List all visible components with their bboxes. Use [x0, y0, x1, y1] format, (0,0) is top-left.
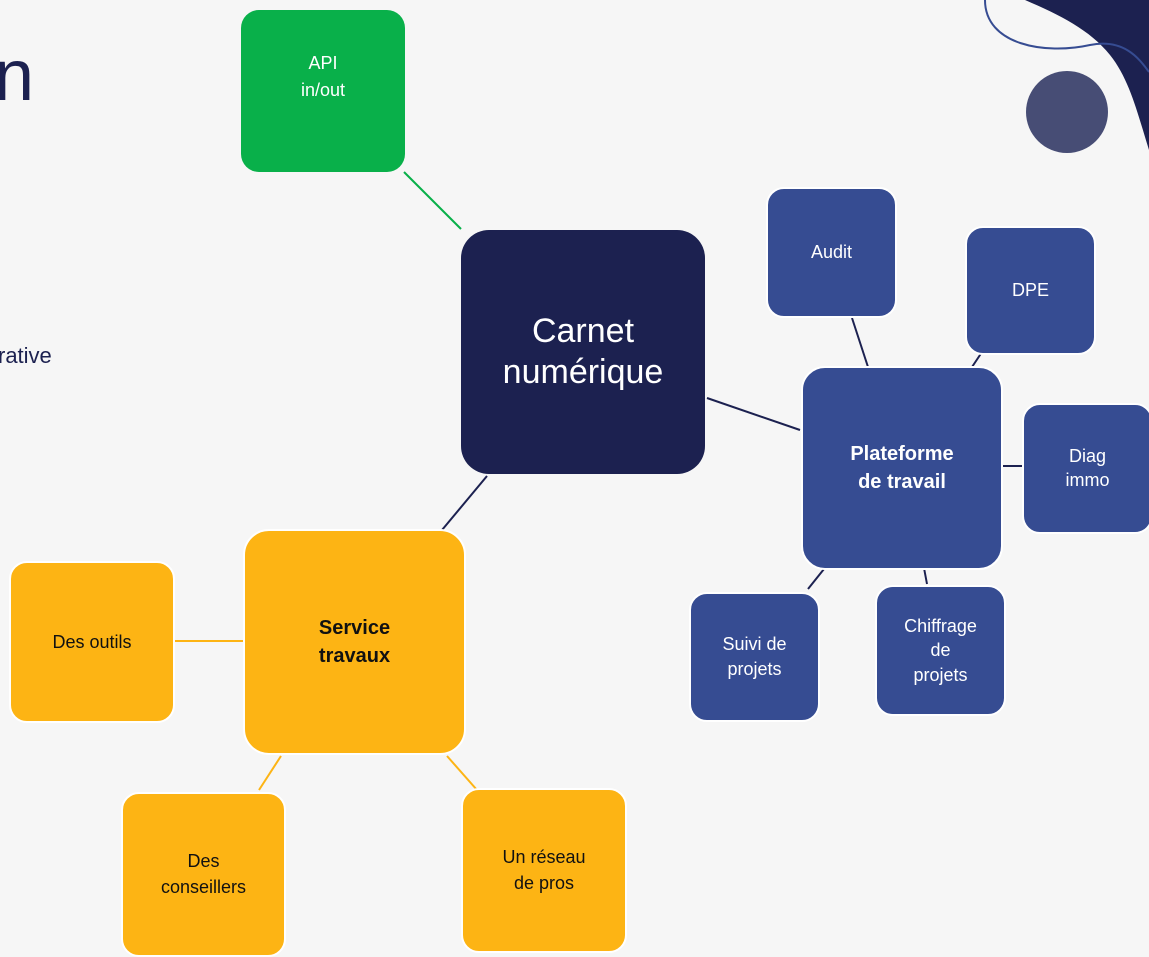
connector-center-platform [706, 397, 801, 431]
node-suivi-line-2: projets [727, 659, 782, 679]
node-dpe-label: DPE [1011, 280, 1049, 300]
node-platform-line-1: Plateforme [850, 443, 954, 465]
node-api-line-1: API [308, 53, 338, 73]
node-reseau-line-2: de pros [513, 872, 575, 893]
node-outils-label: Des outils [52, 631, 132, 652]
node-service-travaux: Service travaux [243, 529, 466, 755]
node-carnet-numerique: Carnet numérique [461, 230, 705, 474]
node-conseillers-line-1: Des [187, 851, 220, 872]
node-des-conseillers: Des conseillers [121, 792, 286, 957]
node-audit: Audit [766, 187, 897, 318]
slide-text-fragment: rative [0, 343, 52, 368]
node-center-line-1: Carnet [531, 312, 635, 351]
node-service-line-1: Service [318, 617, 391, 639]
node-dpe: DPE [965, 226, 1096, 355]
node-service-line-2: travaux [318, 645, 391, 667]
connector-service-conseillers [258, 755, 282, 791]
corner-circle [1026, 71, 1108, 153]
node-plateforme-de-travail: Plateforme de travail [801, 366, 1003, 570]
node-suivi-de-projets: Suivi de projets [689, 592, 820, 722]
node-diag-immo: Diag immo [1022, 403, 1149, 534]
node-chiffrage-line-1: Chiffrage [904, 616, 977, 637]
node-conseillers-line-2: conseillers [160, 876, 247, 897]
corner-wave-line [984, 0, 1149, 73]
connector-platform-audit [851, 317, 869, 368]
connector-platform-suivi [807, 568, 825, 590]
connector-platform-chiffrage [923, 567, 928, 585]
node-chiffrage-line-2: de [930, 640, 951, 661]
node-reseau-line-1: Un réseau [502, 847, 586, 868]
connector-api-center [403, 171, 462, 230]
node-suivi-line-1: Suivi de [722, 633, 787, 654]
node-chiffrage-line-3: projets [913, 664, 968, 685]
node-api-line-2: in/out [300, 80, 346, 100]
corner-wave-shape [1025, 0, 1149, 150]
node-diag-line-2: immo [1065, 469, 1110, 490]
node-chiffrage-de-projets: Chiffrage de projets [875, 585, 1006, 716]
connector-service-reseau [446, 755, 478, 791]
slide-title-fragment: n [0, 36, 35, 116]
node-des-outils: Des outils [9, 561, 175, 723]
node-un-reseau-de-pros: Un réseau de pros [461, 788, 627, 953]
node-api: API in/out [241, 10, 405, 172]
node-platform-line-2: de travail [858, 471, 946, 493]
node-center-line-2: numérique [502, 353, 664, 391]
node-audit-label: Audit [810, 242, 853, 262]
connector-center-service [441, 475, 488, 531]
node-diag-line-1: Diag [1068, 446, 1107, 467]
